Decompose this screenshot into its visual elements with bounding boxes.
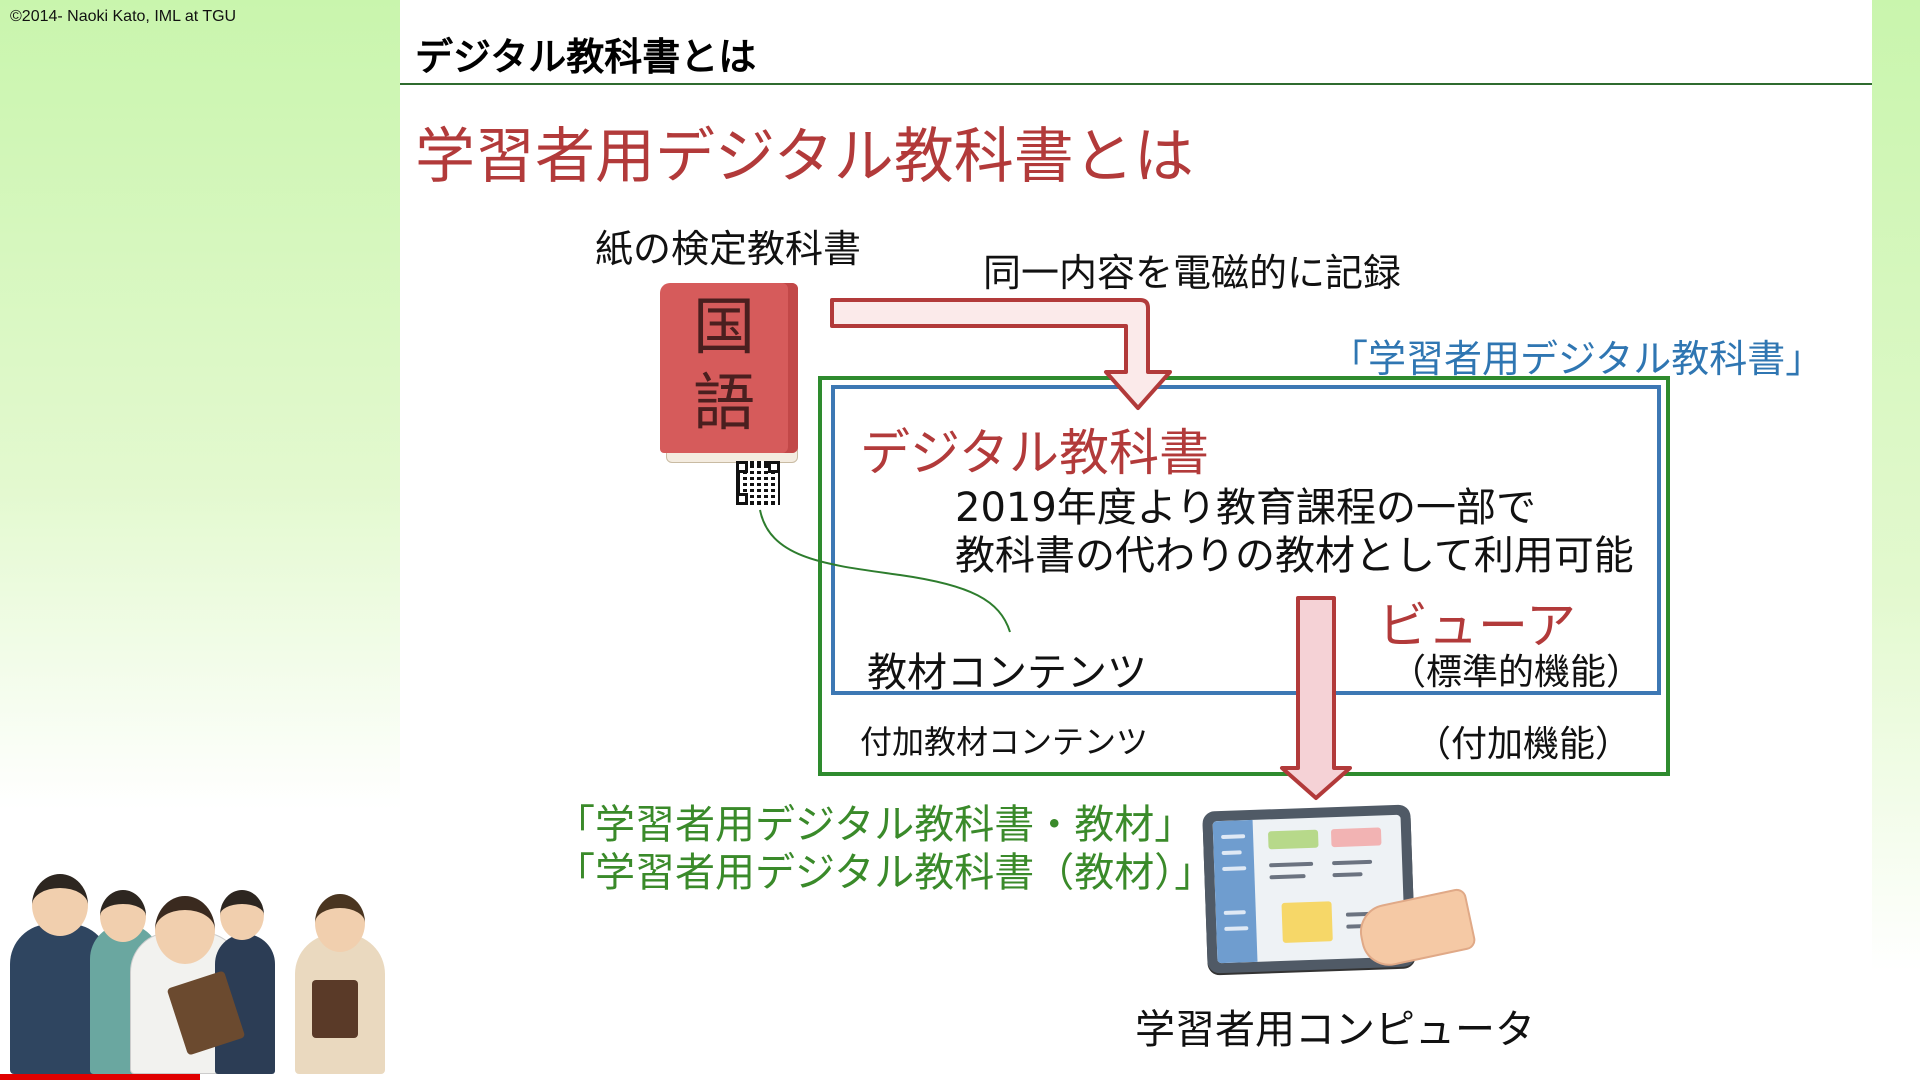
record-arrow	[830, 298, 1172, 410]
material-label-1: 「学習者用デジタル教科書・教材」	[555, 802, 1195, 848]
substitute-text: 教科書の代わりの教材として利用可能	[955, 533, 1634, 579]
learner-digital-textbook-label: 「学習者用デジタル教科書」	[1330, 337, 1824, 381]
viewer-arrow	[1280, 596, 1352, 800]
supplementary-function-label: （付加機能）	[1415, 724, 1632, 765]
slide-progress-bar	[0, 1074, 200, 1080]
paper-textbook-label: 紙の検定教科書	[595, 227, 862, 271]
standard-function-label: （標準的機能）	[1390, 652, 1643, 693]
textbook-icon: 国 語	[660, 283, 805, 468]
learner-computer-label: 学習者用コンピュータ	[1135, 1007, 1535, 1053]
book-cover-char-1: 国	[692, 290, 755, 363]
qr-code-icon	[736, 461, 780, 505]
qr-connector-line	[759, 509, 1011, 633]
since-2019-text: 2019年度より教育課程の一部で	[955, 485, 1536, 531]
right-decor-panel	[1872, 0, 1920, 1080]
record-label: 同一内容を電磁的に記録	[983, 251, 1402, 295]
book-cover	[660, 283, 798, 453]
content-label: 教材コンテンツ	[867, 650, 1147, 696]
book-cover-char-2: 語	[692, 366, 755, 439]
learner-digital-textbook-box	[818, 376, 1670, 776]
digital-textbook-label: デジタル教科書	[860, 424, 1209, 482]
header-divider	[400, 83, 1872, 85]
slide-header-title: デジタル教科書とは	[415, 35, 757, 79]
supplementary-content-label: 付加教材コンテンツ	[860, 723, 1149, 761]
material-label-2: 「学習者用デジタル教科書（教材）」	[555, 850, 1215, 896]
slide-main-title: 学習者用デジタル教科書とは	[415, 122, 1194, 192]
copyright-notice: ©2014- Naoki Kato, IML at TGU	[10, 8, 237, 25]
students-illustration	[0, 860, 390, 1074]
book-held-icon	[312, 980, 358, 1038]
viewer-label: ビューア	[1378, 597, 1576, 655]
digital-textbook-box	[831, 385, 1661, 695]
